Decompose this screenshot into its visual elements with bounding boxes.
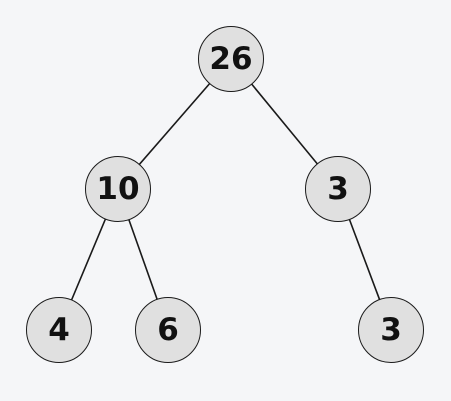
- tree-node-left: 10: [85, 156, 151, 222]
- tree-node-right: 3: [305, 156, 371, 222]
- node-value-right: 3: [327, 171, 349, 207]
- tree-node-right-right: 3: [358, 297, 424, 363]
- tree-node-left-right: 6: [135, 297, 201, 363]
- tree-node-left-left: 4: [26, 297, 92, 363]
- node-value-right-right: 3: [380, 312, 402, 348]
- node-value-left-left: 4: [48, 312, 70, 348]
- node-value-root: 26: [209, 41, 253, 77]
- tree-node-root: 26: [198, 26, 264, 92]
- node-value-left: 10: [96, 171, 140, 207]
- node-value-left-right: 6: [157, 312, 179, 348]
